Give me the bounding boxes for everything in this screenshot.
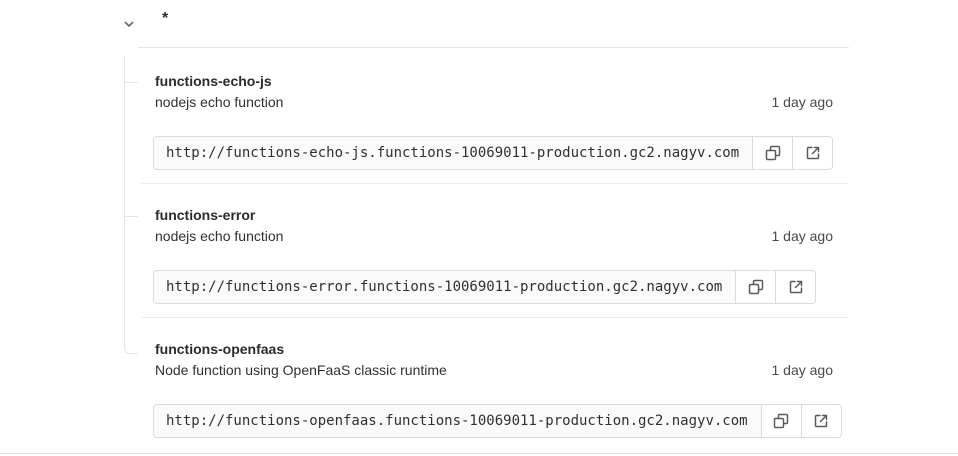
tree-connector-line <box>124 57 125 346</box>
open-url-button[interactable] <box>800 404 842 438</box>
copy-icon <box>773 413 789 429</box>
function-url-group <box>153 270 817 304</box>
function-name-link[interactable]: functions-echo-js <box>155 73 272 89</box>
copy-url-button[interactable] <box>760 404 802 438</box>
open-url-button[interactable] <box>775 270 817 304</box>
function-name-link[interactable]: functions-error <box>155 207 256 223</box>
external-link-icon <box>788 279 804 295</box>
function-description: Node function using OpenFaaS classic run… <box>155 362 447 378</box>
page-bottom-border <box>0 453 958 454</box>
copy-icon <box>765 145 781 161</box>
row-separator <box>141 317 849 318</box>
function-meta: nodejs echo function 1 day ago <box>155 228 833 245</box>
function-url-input[interactable] <box>153 136 754 170</box>
function-description: nodejs echo function <box>155 228 284 244</box>
tree-connector-tick <box>125 82 138 83</box>
function-description: nodejs echo function <box>155 94 284 110</box>
function-url-group <box>153 404 842 438</box>
function-url-input[interactable] <box>153 404 762 438</box>
copy-url-button[interactable] <box>752 136 794 170</box>
function-meta: nodejs echo function 1 day ago <box>155 94 833 111</box>
open-url-button[interactable] <box>792 136 834 170</box>
row-separator <box>141 183 849 184</box>
environment-collapse-button[interactable] <box>120 15 138 33</box>
function-url-group <box>153 136 834 170</box>
external-link-icon <box>813 413 829 429</box>
function-meta: Node function using OpenFaaS classic run… <box>155 362 833 379</box>
external-link-icon <box>805 145 821 161</box>
function-updated-timestamp: 1 day ago <box>771 362 834 378</box>
copy-url-button[interactable] <box>735 270 777 304</box>
header-divider <box>138 47 849 48</box>
tree-connector-corner <box>124 346 138 354</box>
copy-icon <box>748 279 764 295</box>
function-updated-timestamp: 1 day ago <box>771 94 834 110</box>
function-url-input[interactable] <box>153 270 737 304</box>
environment-name: * <box>162 10 169 27</box>
chevron-down-icon <box>121 16 137 32</box>
tree-connector-tick <box>125 216 138 217</box>
function-updated-timestamp: 1 day ago <box>771 228 834 244</box>
function-name-link[interactable]: functions-openfaas <box>155 341 285 357</box>
